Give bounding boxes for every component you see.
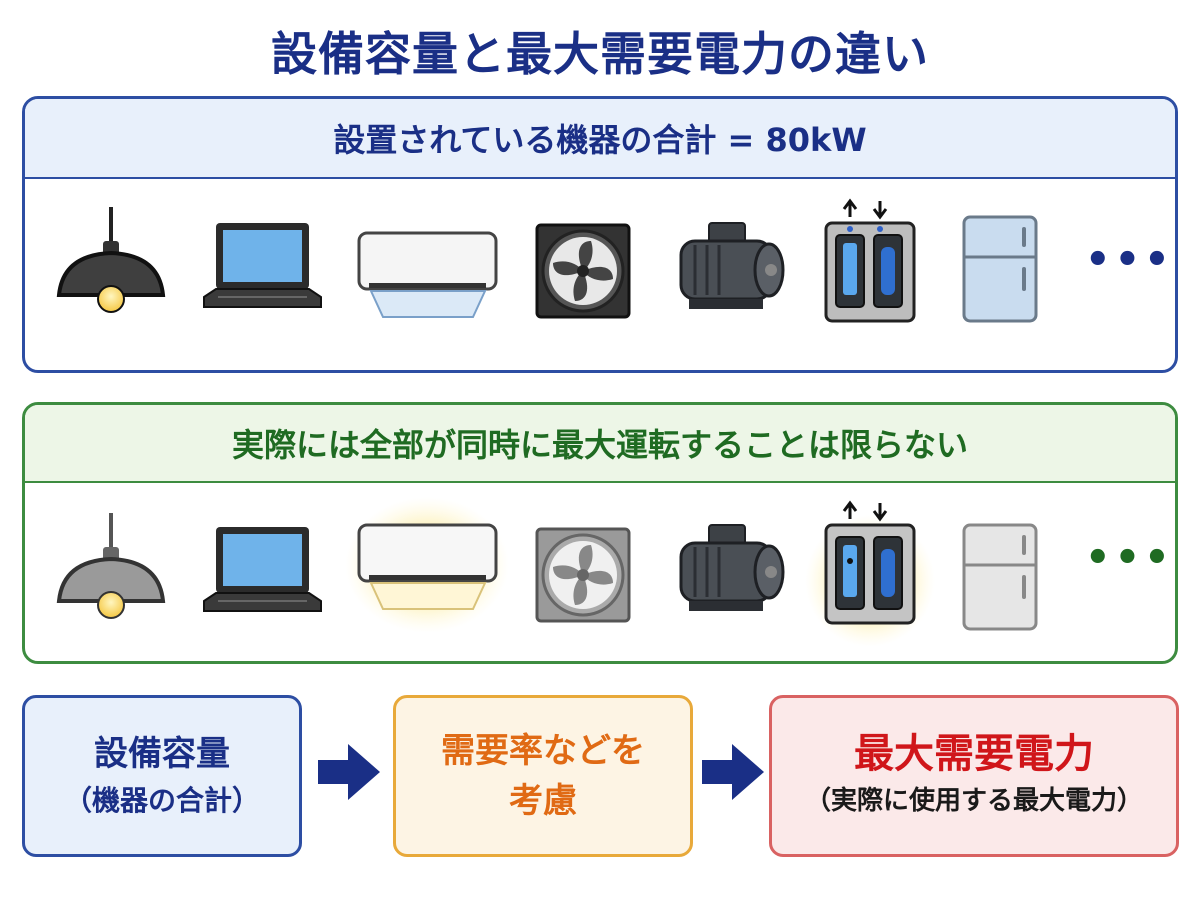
motor-icon: [679, 524, 785, 611]
demand-factor-box: 需要率などを 考慮: [393, 695, 693, 857]
laptop-icon: [203, 527, 322, 612]
ventilation-fan-icon: [535, 223, 631, 319]
installed-devices-row: •••: [25, 179, 1175, 369]
lamp-icon: [56, 513, 166, 619]
max-demand-label: 最大需要電力: [854, 731, 1094, 777]
ventilation-fan-icon: [535, 527, 631, 623]
more-devices-ellipsis: •••: [1085, 237, 1174, 283]
page-title: 設備容量と最大需要電力の違い: [271, 27, 929, 81]
installed-capacity-label: 設備容量: [94, 734, 230, 774]
right-arrow-icon: [702, 744, 764, 800]
air-conditioner-active-icon: [345, 497, 509, 633]
refrigerator-icon: [962, 523, 1038, 631]
demand-factor-label-2: 考慮: [509, 781, 577, 821]
installed-devices-panel: 設置されている機器の合計 = 80kW: [22, 96, 1178, 373]
motor-icon: [679, 222, 785, 309]
installed-devices-header: 設置されている機器の合計 = 80kW: [25, 99, 1175, 179]
air-conditioner-icon: [357, 231, 498, 318]
switchboard-active-icon: [805, 500, 935, 647]
more-devices-ellipsis: •••: [1085, 535, 1174, 581]
max-demand-note: （実際に使用する最大電力）: [804, 786, 1143, 816]
demand-factor-label: 需要率などを: [441, 731, 645, 771]
actual-operation-row: •••: [25, 483, 1175, 661]
installed-capacity-note: （機器の合計）: [63, 784, 260, 817]
laptop-icon: [203, 223, 322, 308]
actual-operation-panel: 実際には全部が同時に最大運転することは限らない: [22, 402, 1178, 664]
right-arrow-icon: [318, 744, 380, 800]
lamp-icon: [56, 207, 166, 313]
actual-operation-header: 実際には全部が同時に最大運転することは限らない: [25, 405, 1175, 483]
installed-capacity-box: 設備容量 （機器の合計）: [22, 695, 302, 857]
refrigerator-icon: [962, 215, 1038, 323]
switchboard-icon: [824, 198, 916, 323]
max-demand-box: 最大需要電力 （実際に使用する最大電力）: [769, 695, 1179, 857]
